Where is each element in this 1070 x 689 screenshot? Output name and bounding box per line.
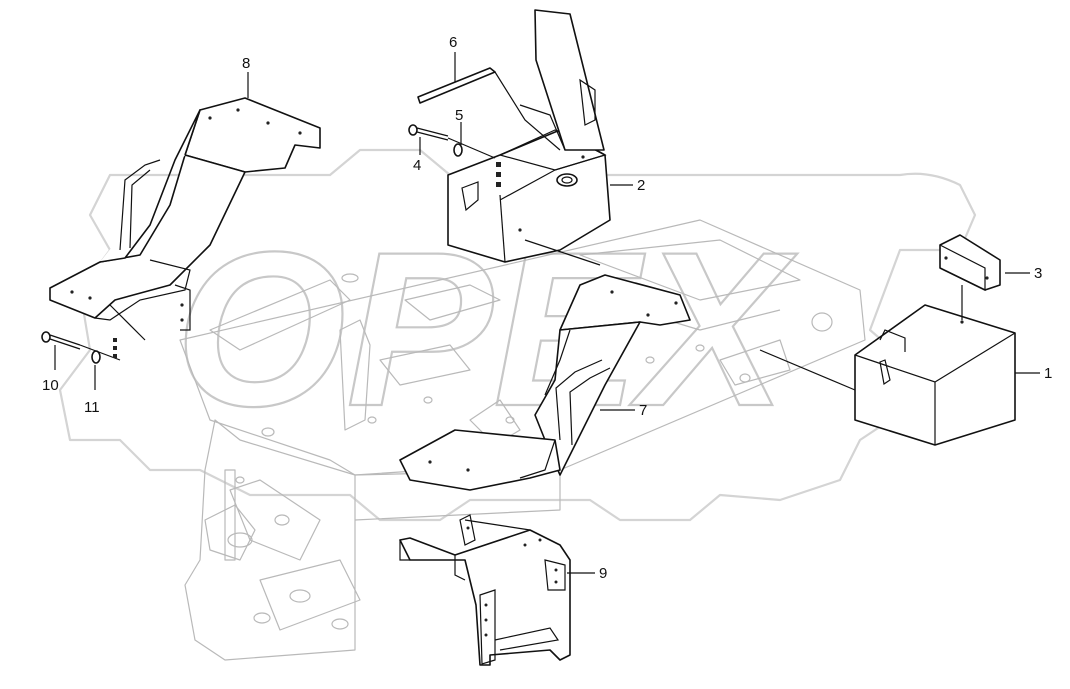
part-2-toolbox bbox=[447, 9, 611, 263]
callout-4: 4 bbox=[413, 157, 421, 174]
part-1-battery bbox=[854, 285, 1016, 446]
part-6-rod bbox=[417, 67, 561, 151]
part-3-cover bbox=[939, 234, 1001, 291]
callout-7: 7 bbox=[639, 402, 647, 419]
callout-1: 1 bbox=[1044, 365, 1052, 382]
callout-5: 5 bbox=[455, 107, 463, 124]
callout-3: 3 bbox=[1034, 265, 1042, 282]
part-7-fender-cover bbox=[399, 274, 691, 491]
callout-2: 2 bbox=[637, 177, 645, 194]
callout-9: 9 bbox=[599, 565, 607, 582]
callout-10: 10 bbox=[42, 377, 59, 394]
callout-11: 11 bbox=[84, 399, 100, 416]
part-9-step-bracket bbox=[399, 514, 571, 666]
callout-8: 8 bbox=[242, 55, 250, 72]
part-10-11-bolt-washer-left bbox=[41, 331, 121, 364]
callout-6: 6 bbox=[449, 34, 457, 51]
leader-lines bbox=[54, 52, 1040, 574]
callouts: 1 2 3 4 5 6 7 8 9 10 11 bbox=[42, 34, 1052, 582]
part-8-fender-cover bbox=[49, 97, 321, 341]
part-4-5-bolt-washer bbox=[408, 124, 496, 159]
